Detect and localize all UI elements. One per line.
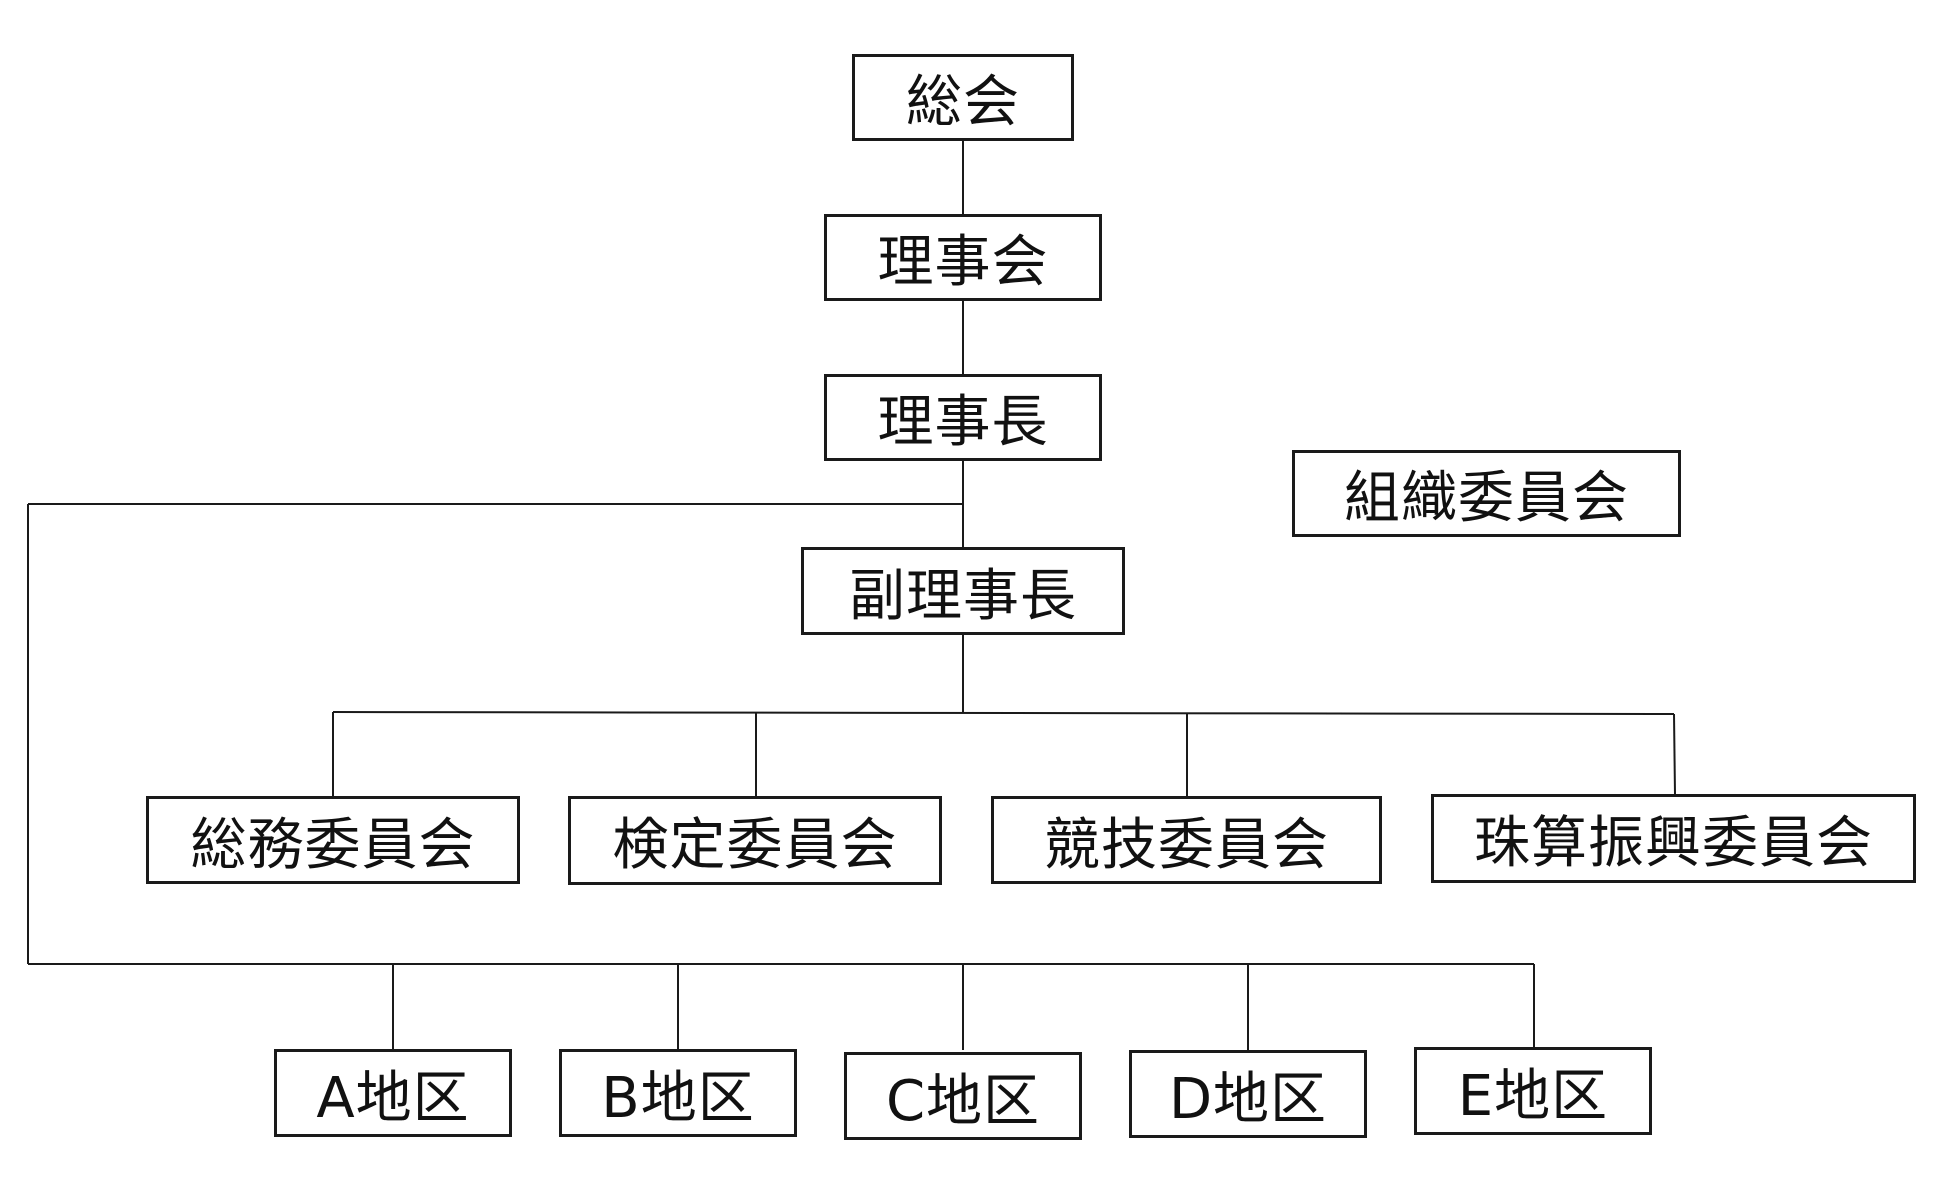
node-competition-committee: 競技委員会 — [991, 796, 1382, 884]
node-chairman: 理事長 — [824, 374, 1102, 461]
node-vice-chairman: 副理事長 — [801, 547, 1125, 635]
node-general-affairs-committee: 総務委員会 — [146, 796, 520, 884]
node-district-d: D地区 — [1129, 1050, 1367, 1138]
node-district-a: A地区 — [274, 1049, 512, 1137]
node-district-e: E地区 — [1414, 1047, 1652, 1135]
line-committee-bus — [332, 711, 1675, 715]
node-general-assembly: 総会 — [852, 54, 1074, 141]
node-abacus-promotion-committee: 珠算振興委員会 — [1431, 794, 1916, 883]
node-district-b: B地区 — [559, 1049, 797, 1137]
line-to-abacus-promotion — [1673, 713, 1676, 796]
node-exam-committee: 検定委員会 — [568, 796, 942, 885]
node-board: 理事会 — [824, 214, 1102, 301]
node-organization-committee: 組織委員会 — [1292, 450, 1681, 537]
node-district-c: C地区 — [844, 1052, 1082, 1140]
